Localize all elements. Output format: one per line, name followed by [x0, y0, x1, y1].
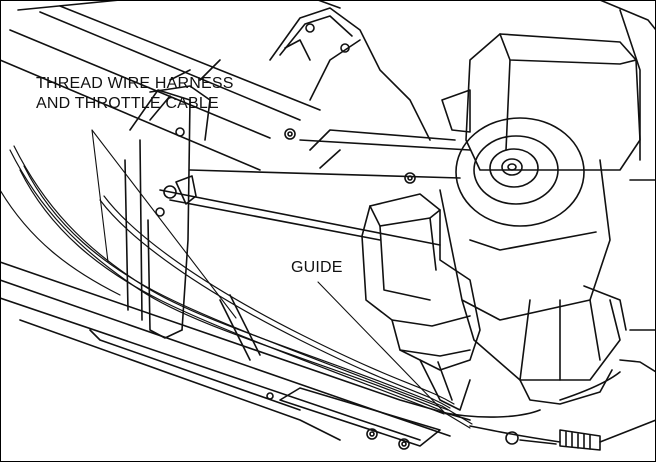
upper-frame-rails — [0, 0, 321, 171]
middle-crossbar — [159, 129, 471, 246]
callout-wire-harness-line1: THREAD WIRE HARNESS — [36, 75, 234, 92]
leader-lines — [91, 129, 447, 415]
callout-wire-harness: THREAD WIRE HARNESS AND THROTTLE CABLE — [36, 74, 234, 114]
throttle-cable-end — [439, 329, 656, 451]
callout-guide: GUIDE — [291, 259, 343, 276]
engine-assembly — [361, 0, 656, 411]
top-bracket — [269, 0, 431, 184]
lower-frame-rail — [0, 261, 471, 450]
wire-harness — [0, 145, 473, 429]
left-bracket — [149, 59, 221, 141]
callout-wire-harness-line2: AND THROTTLE CABLE — [36, 95, 219, 112]
